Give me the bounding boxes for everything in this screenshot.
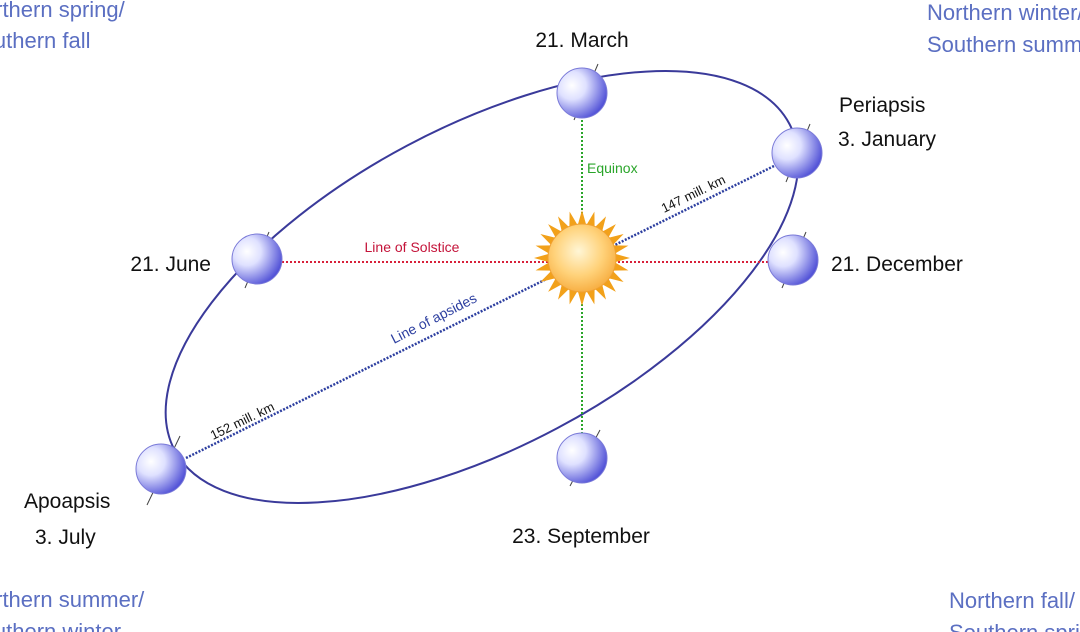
season-top-right-line2: Southern summer (927, 32, 1080, 57)
orbit-ellipse (164, 70, 800, 504)
label-periapsis: Periapsis (839, 94, 925, 117)
label-march: 21. March (535, 29, 628, 52)
planet-december (767, 231, 819, 289)
line-of-apsides (185, 162, 779, 460)
season-bottom-right: Northern fall/ Southern spring (949, 588, 1080, 632)
season-bottom-left-line2: Southern winter (0, 619, 121, 632)
label-september: 23. September (512, 525, 650, 548)
season-top-right: Northern winter/ Southern summer (927, 0, 1080, 57)
sun (534, 210, 630, 306)
label-line-of-solstice: Line of Solstice (365, 239, 460, 255)
season-bottom-left-line1: Northern summer/ (0, 587, 145, 612)
label-apoapsis-date: 3. July (35, 526, 96, 549)
season-top-left-line1: Northern spring/ (0, 0, 126, 22)
planet-march (556, 63, 608, 121)
planet-apoapsis (135, 435, 187, 506)
label-june: 21. June (130, 253, 211, 276)
label-dist-apoapsis: 152 mill. km (208, 399, 277, 443)
season-top-left: Northern spring/ Southern fall (0, 0, 126, 53)
label-periapsis-date: 3. January (838, 128, 937, 151)
season-bottom-right-line2: Southern spring (949, 620, 1080, 632)
season-bottom-right-line1: Northern fall/ (949, 588, 1076, 613)
season-top-left-line2: Southern fall (0, 28, 91, 53)
planet-june (231, 231, 283, 289)
planet-september (556, 429, 608, 487)
season-top-right-line1: Northern winter/ (927, 0, 1080, 25)
planet-periapsis (771, 123, 823, 183)
label-equinox: Equinox (587, 160, 638, 176)
season-bottom-left: Northern summer/ Southern winter (0, 587, 145, 632)
label-apoapsis: Apoapsis (24, 490, 110, 513)
label-december: 21. December (831, 253, 963, 276)
